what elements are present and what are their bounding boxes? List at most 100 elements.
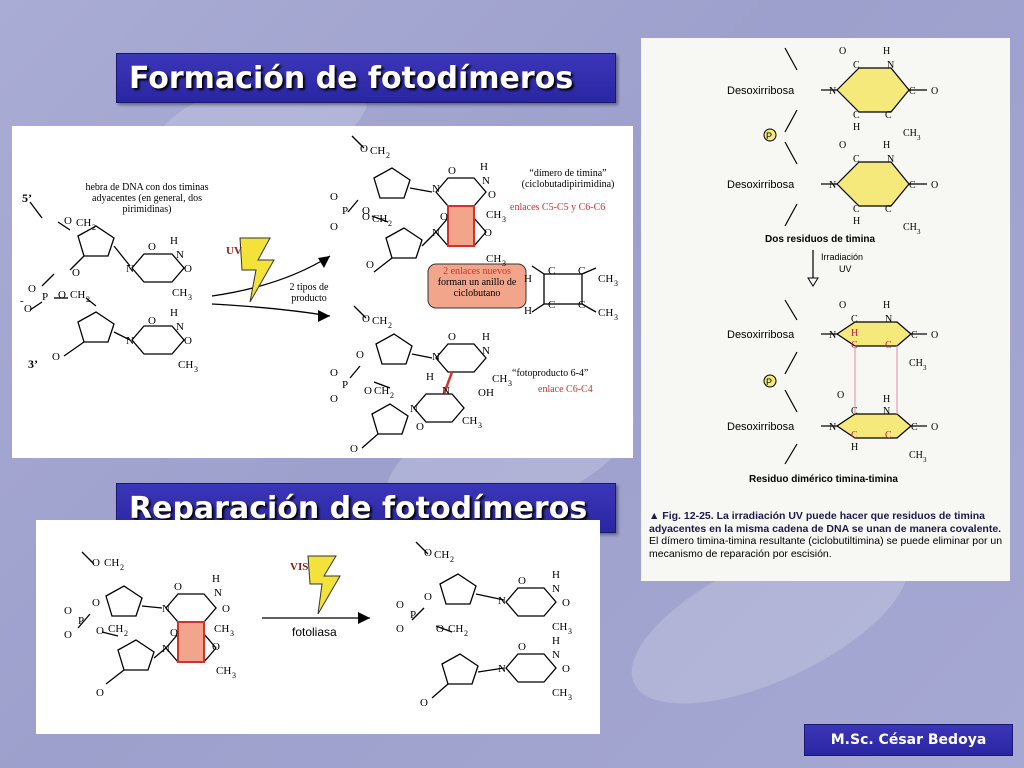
svg-text:H: H	[482, 331, 490, 343]
svg-text:O: O	[362, 211, 370, 223]
svg-text:CH: CH	[552, 621, 567, 633]
svg-text:C: C	[885, 430, 892, 441]
svg-text:3: 3	[502, 259, 506, 268]
author-name: M.Sc. César Bedoya	[830, 732, 987, 748]
svg-text:3: 3	[508, 379, 512, 388]
svg-text:2: 2	[120, 563, 124, 572]
author-badge: M.Sc. César Bedoya	[804, 724, 1013, 756]
svg-text:O: O	[839, 46, 846, 57]
svg-text:O: O	[931, 330, 938, 341]
svg-text:CH: CH	[909, 450, 923, 461]
svg-text:3: 3	[917, 228, 921, 236]
svg-text:O: O	[484, 227, 492, 239]
svg-text:N: N	[432, 227, 440, 239]
five-prime-label: 5’	[22, 191, 32, 205]
svg-text:3: 3	[923, 456, 927, 464]
svg-text:O: O	[148, 241, 156, 253]
svg-text:C: C	[851, 340, 858, 351]
svg-text:N: N	[432, 351, 440, 363]
callout-red-text: 2 enlaces nuevos	[443, 266, 511, 277]
uv-label: UV	[226, 245, 242, 257]
svg-text:O: O	[839, 140, 846, 151]
svg-text:C: C	[909, 86, 916, 97]
svg-text:N: N	[883, 406, 890, 417]
svg-text:OH: OH	[478, 387, 494, 399]
svg-text:N: N	[176, 321, 184, 333]
svg-text:C: C	[911, 422, 918, 433]
svg-text:CH: CH	[903, 128, 917, 139]
svg-text:N: N	[887, 154, 894, 165]
irradiation-label: Irradiación	[821, 252, 863, 262]
svg-text:N: N	[498, 663, 506, 675]
svg-text:C: C	[885, 110, 892, 121]
vis-lightning-icon	[307, 555, 341, 615]
svg-text:H: H	[552, 569, 560, 581]
dimer-name-label: “dímero de timina” (ciclobutadipirimidin…	[521, 168, 615, 190]
svg-text:C: C	[853, 60, 860, 71]
svg-text:O: O	[420, 697, 428, 709]
svg-text:N: N	[829, 86, 836, 97]
svg-text:CH: CH	[374, 385, 389, 397]
svg-text:3: 3	[614, 313, 618, 322]
svg-text:P: P	[78, 615, 84, 627]
svg-text:2: 2	[386, 151, 390, 160]
two-residues-label: Dos residuos de timina	[765, 234, 875, 245]
svg-text:O: O	[330, 367, 338, 379]
svg-text:CH: CH	[909, 358, 923, 369]
phosphate-label-1: P	[766, 131, 772, 141]
svg-text:O: O	[92, 597, 100, 609]
svg-text:C: C	[885, 204, 892, 215]
svg-text:CH: CH	[492, 373, 507, 385]
svg-text:CH: CH	[372, 315, 387, 327]
svg-text:2: 2	[86, 295, 90, 304]
svg-text:C: C	[851, 430, 858, 441]
svg-text:O: O	[330, 191, 338, 203]
svg-text:N: N	[885, 314, 892, 325]
svg-text:H: H	[853, 216, 860, 227]
svg-text:N: N	[176, 249, 184, 261]
svg-text:N: N	[829, 422, 836, 433]
svg-text:N: N	[482, 175, 490, 187]
svg-text:C: C	[578, 265, 585, 277]
svg-text:CH: CH	[76, 217, 91, 229]
svg-text:O: O	[356, 349, 364, 361]
title-formation-text: Formación de fotodímeros	[129, 61, 574, 96]
svg-text:O: O	[362, 313, 370, 325]
svg-text:H: H	[426, 371, 434, 383]
svg-text:P: P	[342, 379, 348, 391]
svg-text:2: 2	[450, 555, 454, 564]
svg-text:C: C	[909, 180, 916, 191]
svg-text:C: C	[853, 154, 860, 165]
svg-text:N: N	[829, 330, 836, 341]
svg-text:O: O	[396, 623, 404, 635]
svg-text:N: N	[498, 595, 506, 607]
svg-text:H: H	[883, 300, 890, 311]
svg-text:O: O	[518, 641, 526, 653]
svg-text:CH: CH	[486, 253, 501, 265]
svg-text:N: N	[126, 263, 134, 275]
svg-text:O: O	[92, 557, 100, 569]
svg-text:N: N	[887, 60, 894, 71]
deoxyribose-label-3: Desoxirribosa	[727, 329, 795, 341]
vis-label: VIS	[290, 561, 308, 573]
svg-text:N: N	[442, 385, 450, 397]
svg-text:O: O	[72, 267, 80, 279]
svg-text:2: 2	[390, 391, 394, 400]
svg-text:H: H	[212, 573, 220, 585]
svg-text:2: 2	[388, 321, 392, 330]
svg-text:O: O	[424, 591, 432, 603]
photoproduct-label: “fotoproducto 6-4”	[512, 368, 588, 379]
svg-text:O: O	[330, 221, 338, 233]
svg-text:O: O	[562, 663, 570, 675]
svg-text:CH: CH	[370, 145, 385, 157]
svg-text:H: H	[480, 161, 488, 173]
svg-text:2: 2	[388, 219, 392, 228]
svg-text:H: H	[851, 328, 858, 339]
svg-text:O: O	[222, 603, 230, 615]
svg-text:N: N	[162, 603, 170, 615]
svg-text:CH: CH	[372, 213, 387, 225]
svg-text:CH: CH	[108, 623, 123, 635]
svg-text:CH: CH	[448, 623, 463, 635]
